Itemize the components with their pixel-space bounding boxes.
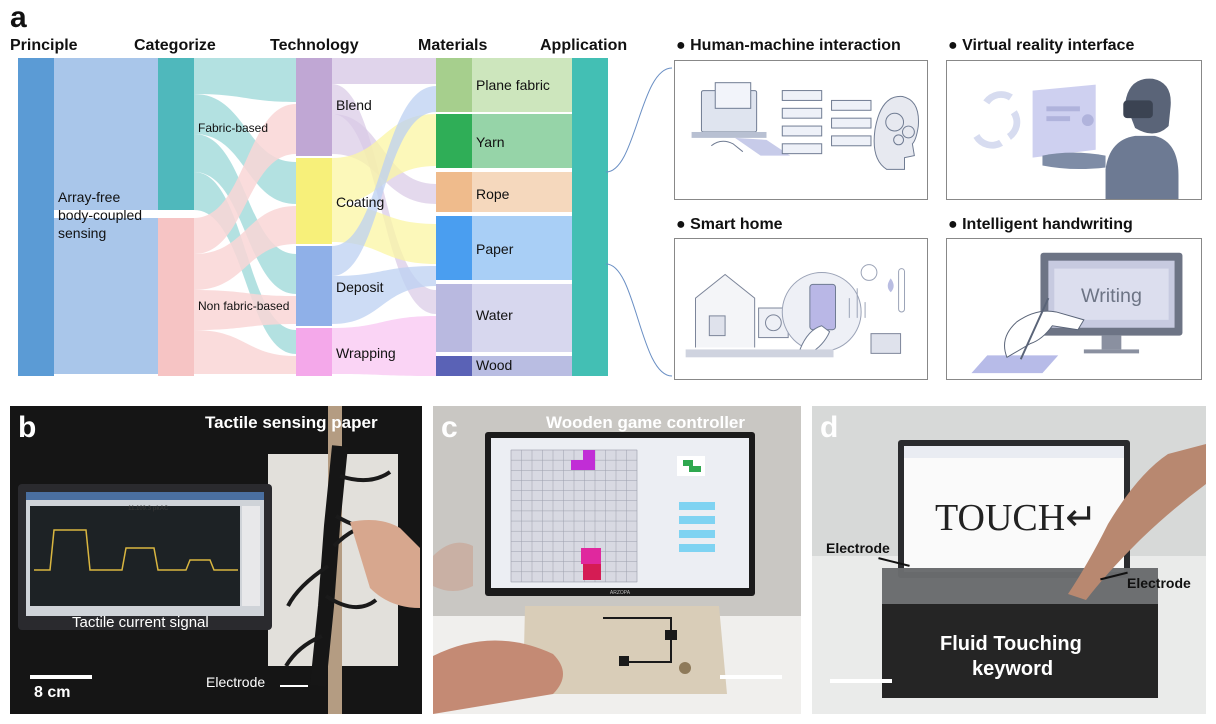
node-wood	[436, 356, 472, 376]
node-paper	[436, 216, 472, 280]
panel-b-letter: b	[18, 411, 37, 444]
panel-c-scene: ARZOPA	[433, 406, 801, 714]
node-application	[572, 58, 608, 376]
category-label-nonfabric: Non fabric-based	[198, 299, 289, 313]
panel-b-readout: 11.109.3 pkAC	[128, 506, 169, 512]
panel-b-electrode-arrow	[280, 685, 308, 687]
monitor-brand: ARZOPA	[610, 590, 631, 596]
flow-principle-fabric	[54, 58, 158, 210]
category-label-fabric: Fabric-based	[198, 121, 268, 135]
node-principle	[18, 58, 54, 376]
node-rope	[436, 172, 472, 212]
panel-d-electrode-right: Electrode	[1127, 575, 1191, 591]
tech-label-coating: Coating	[336, 194, 384, 210]
flow-deposit-fabric	[332, 86, 436, 276]
node-fabric-based	[158, 58, 194, 210]
vr-illustration	[973, 78, 1179, 199]
principle-label-1: Array-free	[58, 189, 120, 205]
column-materials: Materials	[418, 37, 488, 54]
panel-d-electrode-left: Electrode	[826, 540, 890, 556]
panel-b-scale-label: 8 cm	[34, 684, 71, 701]
material-label-paper: Paper	[476, 241, 514, 257]
panel-b-electrode-label: Electrode	[206, 674, 266, 690]
flow-plane-fabric-app	[472, 58, 572, 112]
panel-c-photo: ARZOPA	[433, 406, 801, 714]
flow-nonfabric-coating	[194, 206, 296, 290]
panel-d-letter: d	[820, 411, 839, 444]
node-coating	[296, 158, 332, 244]
material-label-rope: Rope	[476, 186, 510, 202]
panel-d-photo	[812, 406, 1206, 714]
flow-yarn-app	[472, 114, 572, 168]
column-technology: Technology	[270, 37, 359, 54]
flow-deposit-paper	[332, 266, 436, 324]
panel-c-title: Wooden game controller	[546, 413, 745, 432]
principle-label-3: sensing	[58, 225, 106, 241]
column-categorize: Categorize	[134, 37, 216, 54]
tech-label-wrapping: Wrapping	[336, 345, 396, 361]
material-label-plane-fabric: Plane fabric	[476, 77, 550, 93]
flow-fabric-deposit	[194, 134, 296, 294]
sankey-diagram: Array-free body-coupled sensing Fabric-b…	[10, 54, 610, 380]
handwriting-illustration: Writing	[971, 252, 1183, 374]
tech-label-deposit: Deposit	[336, 279, 384, 295]
app-title-vr: ● Virtual reality interface	[948, 37, 1135, 54]
flow-blend-water	[332, 84, 436, 314]
smart-home-illustration	[685, 264, 906, 358]
application-connector	[605, 67, 673, 377]
node-deposit	[296, 246, 332, 326]
sankey-svg: Array-free body-coupled sensing Fabric-b…	[18, 58, 608, 376]
app-box-vr	[946, 60, 1202, 200]
app-title-smart-home: ● Smart home	[676, 216, 783, 233]
panel-d-caption-line2: keyword	[972, 658, 1054, 680]
column-application: Application	[540, 37, 628, 54]
material-label-water: Water	[476, 307, 513, 323]
flow-wrapping-wood	[332, 316, 436, 376]
flow-paper-app	[472, 216, 572, 280]
panel-c-scale-bar	[720, 675, 782, 679]
flow-nonfabric-deposit	[194, 290, 296, 330]
panel-d-caption-line1: Fluid Touching	[940, 633, 1082, 655]
panel-b-monitor-caption: Tactile current signal	[72, 614, 209, 631]
principle-label-2: body-coupled	[58, 207, 142, 223]
panel-d-scene	[812, 406, 1206, 714]
node-yarn	[436, 114, 472, 168]
panel-b-scale-bar	[30, 675, 92, 679]
flow-fabric-blend	[194, 58, 296, 102]
flow-water-app	[472, 284, 572, 352]
panel-a-letter: a	[10, 1, 27, 34]
tech-label-blend: Blend	[336, 97, 372, 113]
flow-nonfabric-blend	[194, 104, 296, 254]
node-blend	[296, 58, 332, 156]
node-water	[436, 284, 472, 352]
flow-coating-paper	[332, 204, 436, 264]
app-title-handwriting: ● Intelligent handwriting	[948, 216, 1133, 233]
node-nonfabric-based	[158, 218, 194, 376]
app-box-smart-home	[674, 238, 928, 380]
flow-principle-nonfabric	[54, 218, 158, 374]
column-principle: Principle	[10, 37, 78, 54]
material-label-wood: Wood	[476, 357, 512, 373]
panel-d-screen-text: TOUCH↵	[935, 497, 1098, 539]
panel-b-photo	[10, 406, 422, 714]
writing-screen-text: Writing	[1081, 285, 1142, 307]
flow-wood-app	[472, 356, 572, 376]
app-box-handwriting: Writing	[946, 238, 1202, 380]
flow-blend-materials	[332, 58, 436, 84]
hmi-illustration	[691, 82, 919, 170]
node-wrapping	[296, 328, 332, 376]
panel-b-scene	[10, 406, 422, 714]
node-plane-fabric	[436, 58, 472, 112]
flow-nonfabric-wrapping	[194, 330, 296, 374]
material-label-yarn: Yarn	[476, 134, 505, 150]
flow-coating-yarn	[332, 114, 436, 204]
panel-b-title: Tactile sensing paper	[205, 413, 378, 432]
app-box-hmi	[674, 60, 928, 200]
app-title-hmi: ● Human-machine interaction	[676, 37, 901, 54]
flow-fabric-coating	[194, 94, 296, 204]
panel-c-letter: c	[441, 411, 458, 444]
panel-d-scale-bar	[830, 679, 892, 683]
flow-rope-app	[472, 172, 572, 212]
